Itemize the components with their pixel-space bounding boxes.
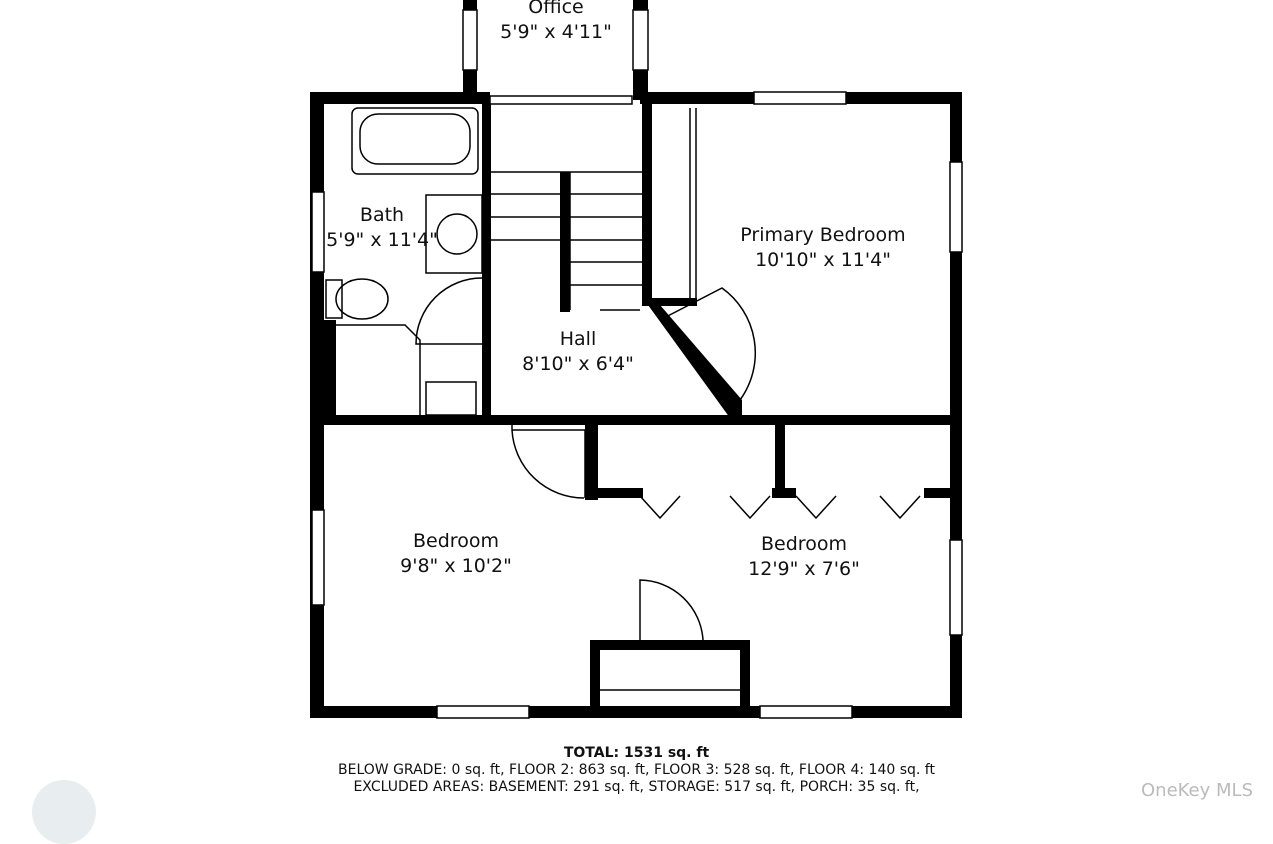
room-size: 12'9" x 7'6" <box>748 558 860 580</box>
room-hall: Hall 8'10" x 6'4" <box>522 327 634 377</box>
room-size: 10'10" x 11'4" <box>755 249 891 271</box>
floor-areas: BELOW GRADE: 0 sq. ft, FLOOR 2: 863 sq. … <box>338 762 935 778</box>
room-size: 8'10" x 6'4" <box>522 353 634 375</box>
room-name: Office <box>528 0 584 18</box>
room-name: Bedroom <box>761 533 847 555</box>
room-primary-bedroom: Primary Bedroom 10'10" x 11'4" <box>740 223 905 273</box>
ny360-logo <box>32 780 96 844</box>
area-summary: TOTAL: 1531 sq. ft BELOW GRADE: 0 sq. ft… <box>0 745 1273 796</box>
room-bedroom-right: Bedroom 12'9" x 7'6" <box>748 532 860 582</box>
room-size: 5'9" x 11'4" <box>326 229 438 251</box>
room-name: Bedroom <box>413 530 499 552</box>
total-area: TOTAL: 1531 sq. ft <box>563 745 710 761</box>
fixtures <box>325 107 921 691</box>
room-bath: Bath 5'9" x 11'4" <box>326 203 438 253</box>
room-name: Primary Bedroom <box>740 224 906 246</box>
room-bedroom-left: Bedroom 9'8" x 10'2" <box>400 529 512 579</box>
excluded-areas: EXCLUDED AREAS: BASEMENT: 291 sq. ft, ST… <box>353 779 920 795</box>
floor-plan <box>310 0 963 719</box>
room-size: 5'9" x 4'11" <box>500 21 612 43</box>
watermark: OneKey MLS <box>1141 780 1253 801</box>
room-size: 9'8" x 10'2" <box>400 555 512 577</box>
windows <box>311 9 963 719</box>
room-name: Hall <box>559 328 597 350</box>
room-office: Office 5'9" x 4'11" <box>500 0 612 45</box>
room-name: Bath <box>359 204 405 226</box>
